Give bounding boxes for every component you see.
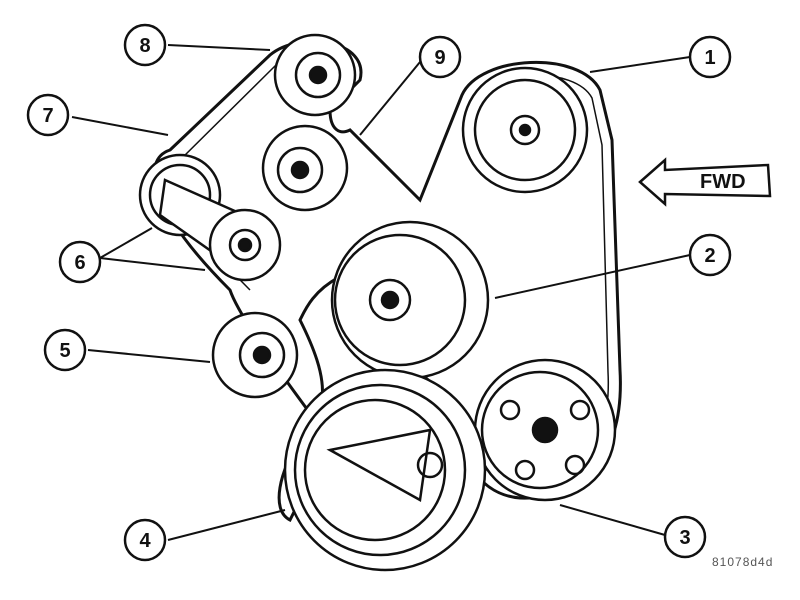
callout-number: 9	[434, 47, 445, 69]
forward-arrow-icon	[638, 157, 772, 207]
leader-lines	[71, 44, 691, 541]
callout-3: 3	[663, 515, 707, 559]
pulley-5	[211, 311, 299, 399]
callout-4: 4	[123, 518, 167, 562]
callout-circle	[123, 23, 167, 67]
callout-2: 2	[688, 233, 732, 277]
callout-circle	[43, 328, 87, 372]
pulley-4	[283, 368, 487, 572]
callout-circle	[123, 518, 167, 562]
callout-number: 5	[59, 340, 70, 362]
callout-number: 2	[704, 245, 715, 267]
callout-number: 7	[42, 105, 53, 127]
callout-number: 4	[139, 530, 151, 552]
callout-circle	[688, 35, 732, 79]
callout-number: 8	[139, 35, 150, 57]
callout-circle	[688, 233, 732, 277]
callout-9: 9	[418, 35, 462, 79]
tensioner-6	[138, 153, 282, 282]
callout-5: 5	[43, 328, 87, 372]
callout-6: 6	[58, 240, 102, 284]
pulley-3	[473, 358, 617, 502]
figure-code: 81078d4d	[712, 555, 774, 569]
callout-1: 1	[688, 35, 732, 79]
callout-circle	[58, 240, 102, 284]
callout-number: 3	[679, 527, 690, 549]
callout-number: 6	[74, 252, 85, 274]
pulley-8	[273, 33, 357, 117]
callout-circle	[26, 93, 70, 137]
pulley-1	[461, 66, 589, 194]
callout-7: 7	[26, 93, 70, 137]
callout-circle	[663, 515, 707, 559]
callout-number: 1	[704, 47, 715, 69]
pulley-2	[330, 220, 490, 380]
callout-8: 8	[123, 23, 167, 67]
pulley-9	[261, 124, 349, 212]
callout-circle	[418, 35, 462, 79]
fwd-label: FWD	[700, 171, 746, 193]
